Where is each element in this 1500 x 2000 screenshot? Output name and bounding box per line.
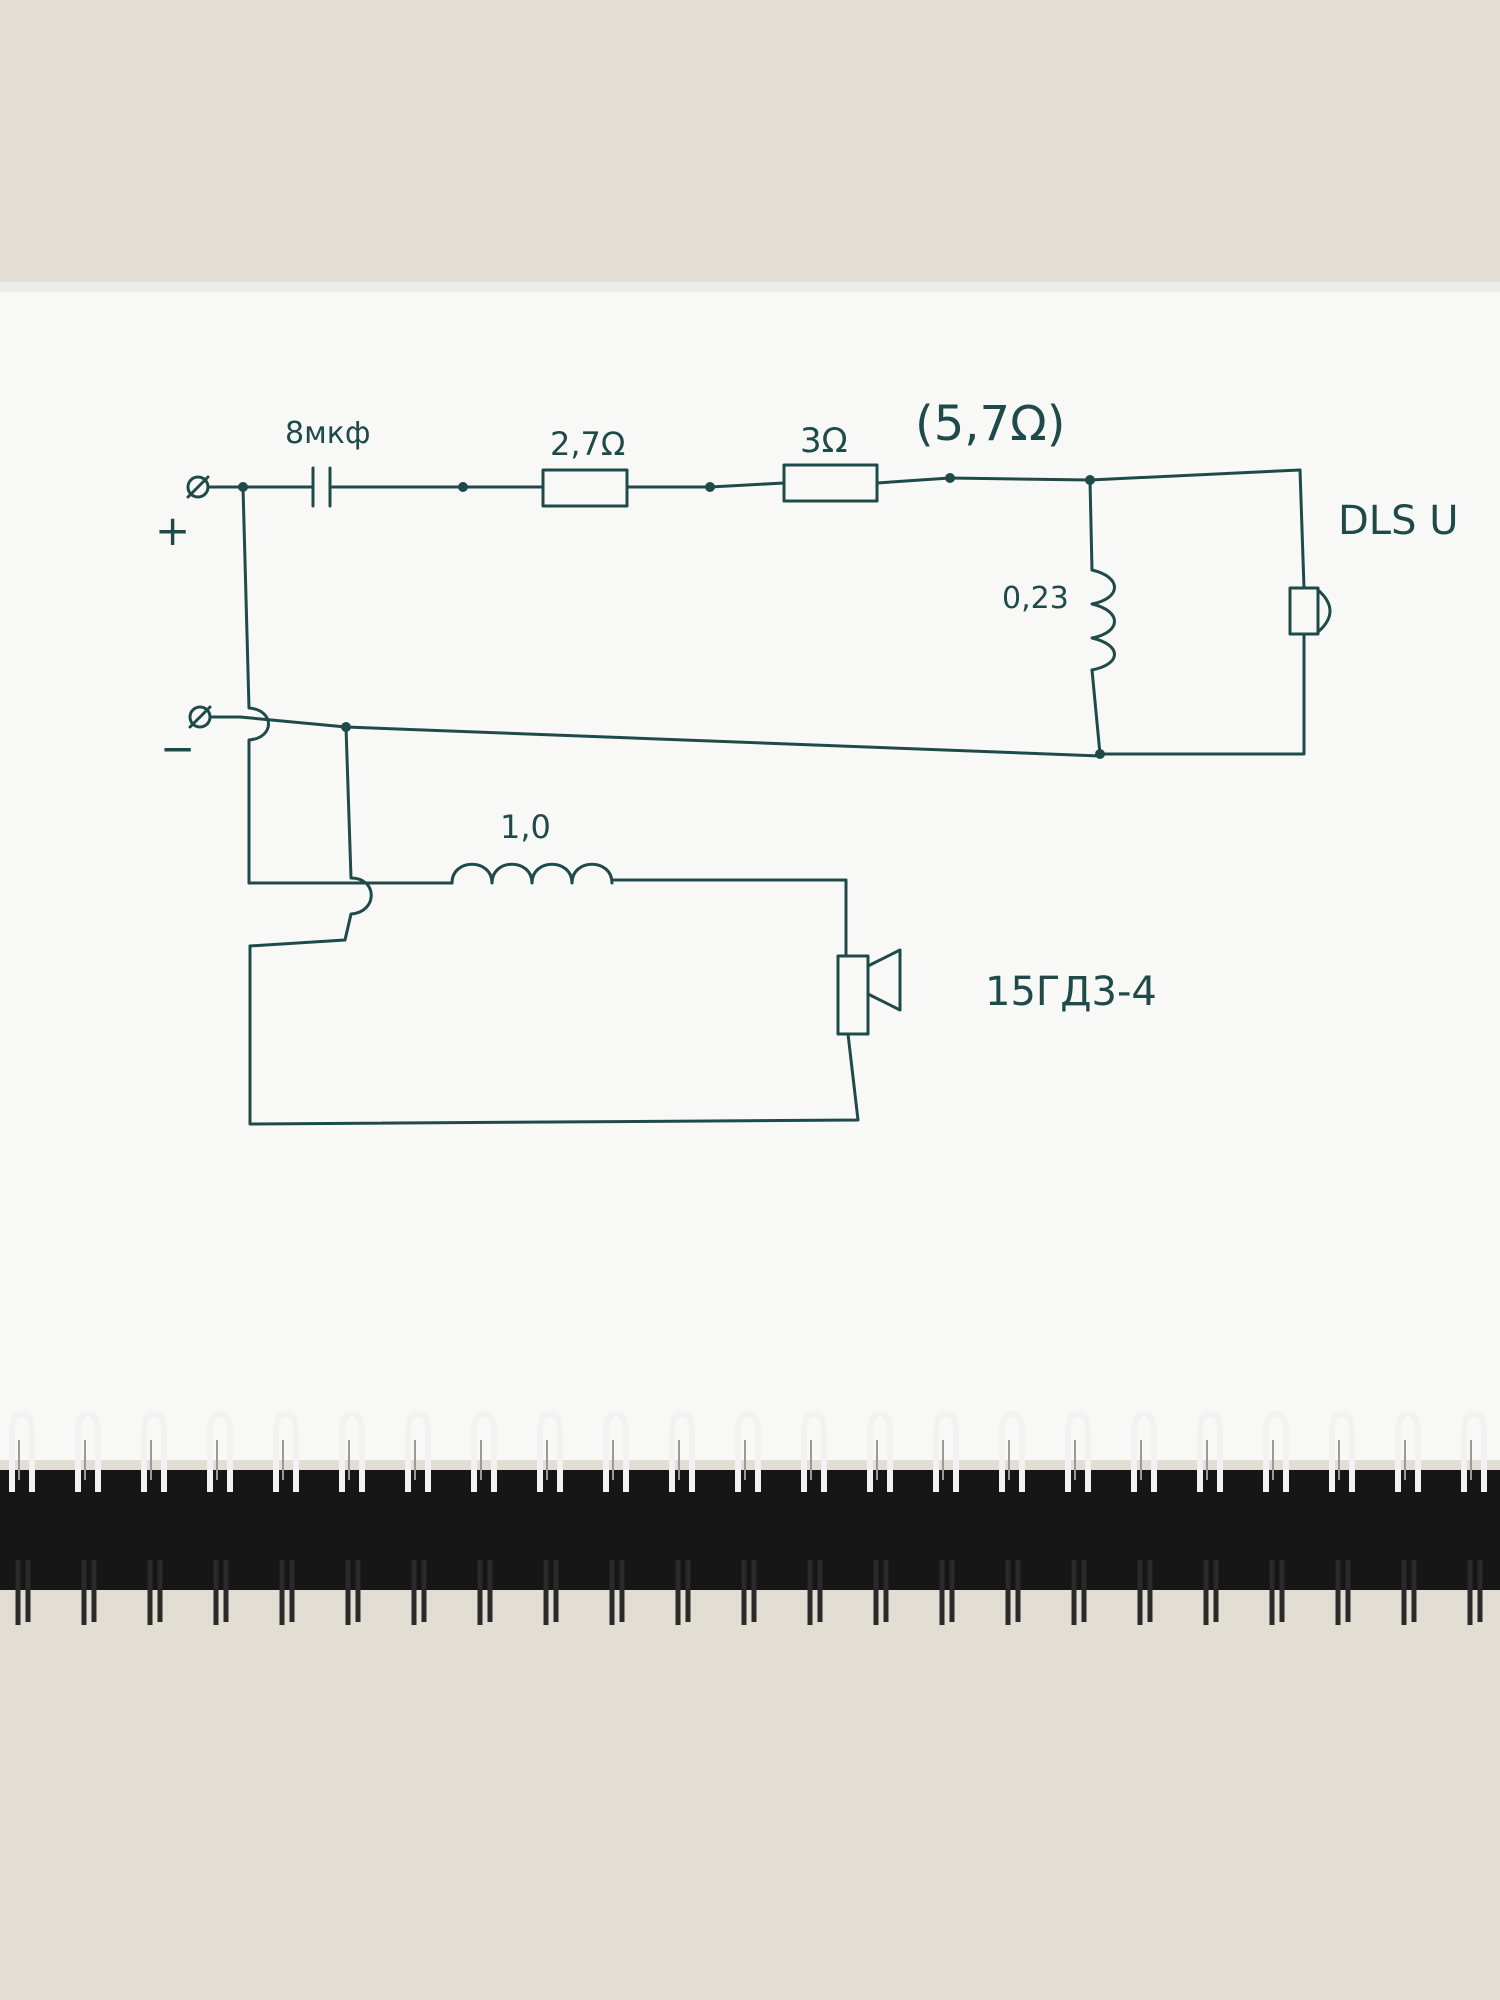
woofer-speaker-label: 15ГД3-4: [985, 969, 1157, 1015]
binding-coil: [141, 1410, 167, 1492]
tweeter-speaker-label: DLS U: [1338, 498, 1458, 544]
resistor-1-label: 2,7Ω: [550, 425, 625, 463]
binding-coil-underside: [147, 1560, 163, 1625]
junction-dot: [945, 473, 955, 483]
binding-coil-underside: [1467, 1560, 1483, 1625]
binding-coil: [207, 1410, 233, 1492]
wire-tweeter-return: [1098, 632, 1306, 756]
binding-coil: [1395, 1410, 1421, 1492]
resistor-2-label: 3Ω: [800, 421, 848, 461]
binding-coil-underside: [279, 1560, 295, 1625]
binding-coil: [1329, 1410, 1355, 1492]
binding-coil-underside: [1005, 1560, 1021, 1625]
binding-coil: [9, 1410, 35, 1492]
binding-coil: [669, 1410, 695, 1492]
binding-coil: [405, 1410, 431, 1492]
junction-dot: [705, 482, 715, 492]
binding-coil-underside: [81, 1560, 97, 1625]
binding-coil-underside: [1203, 1560, 1219, 1625]
binding-coil-underside: [543, 1560, 559, 1625]
binding-coil-underside: [873, 1560, 889, 1625]
binding-coil: [867, 1410, 893, 1492]
wire-minus-vertical: [248, 725, 373, 948]
capacitor-label: 8мкф: [285, 416, 371, 451]
junction-dot: [238, 482, 248, 492]
junction-dot: [1085, 475, 1095, 485]
binding-coil: [999, 1410, 1025, 1492]
binding-coil-underside: [1401, 1560, 1417, 1625]
binding-coil-underside: [213, 1560, 229, 1625]
wire-minus-rail: [208, 715, 1102, 758]
notebook-page: [0, 290, 1500, 1460]
binding-coil: [537, 1410, 563, 1492]
binding-coil-underside: [1137, 1560, 1153, 1625]
binding-coil-underside: [741, 1560, 757, 1625]
binding-coil: [735, 1410, 761, 1492]
spiral-binding: [0, 1410, 1500, 1625]
binding-coil-underside: [807, 1560, 823, 1625]
binding-coil-underside: [15, 1560, 31, 1625]
binding-coil: [273, 1410, 299, 1492]
junction-dot: [1095, 749, 1105, 759]
wire-inductor-bottom: [1090, 668, 1102, 756]
binding-coil-underside: [939, 1560, 955, 1625]
wire-inductor-top: [1088, 478, 1094, 572]
wire-plus-vertical: [241, 485, 270, 885]
binding-coil-underside: [1335, 1560, 1351, 1625]
tweeter-inductor-label: 0,23: [1002, 581, 1069, 616]
binding-coil: [1197, 1410, 1223, 1492]
binding-coil: [1461, 1410, 1487, 1492]
inductor-0-23: [1090, 568, 1116, 672]
resistor-total-label: (5,7Ω): [915, 396, 1065, 452]
junction-dot: [458, 482, 468, 492]
binding-coil: [1263, 1410, 1289, 1492]
binding-coil: [801, 1410, 827, 1492]
plus-terminal-label: +: [155, 506, 190, 555]
junction-dot: [341, 722, 351, 732]
binding-shadow: [0, 1470, 1500, 1590]
wire-to-woofer: [610, 878, 848, 958]
binding-coil-underside: [477, 1560, 493, 1625]
binding-coil: [471, 1410, 497, 1492]
binding-coil: [1131, 1410, 1157, 1492]
minus-terminal-label: −: [160, 724, 195, 773]
binding-coil: [1065, 1410, 1091, 1492]
page-stack-edge: [0, 282, 1500, 292]
wire-resistor2-to-tweeter: [875, 468, 1302, 485]
wire-tweeter-top: [1298, 468, 1306, 590]
inductor-1-0: [450, 862, 614, 885]
wire-woofer-return: [248, 944, 860, 1126]
junction-dots: [238, 473, 1105, 759]
binding-coil: [603, 1410, 629, 1492]
binding-coil-underside: [345, 1560, 361, 1625]
binding-coil: [75, 1410, 101, 1492]
binding-coil-underside: [1071, 1560, 1087, 1625]
woofer-speaker-symbol: [836, 948, 902, 1036]
binding-coil-underside: [609, 1560, 625, 1625]
woofer-inductor-label: 1,0: [500, 808, 551, 846]
binding-coil-underside: [411, 1560, 427, 1625]
binding-coil: [339, 1410, 365, 1492]
binding-coil-underside: [1269, 1560, 1285, 1625]
binding-coil: [933, 1410, 959, 1492]
binding-coil-underside: [675, 1560, 691, 1625]
